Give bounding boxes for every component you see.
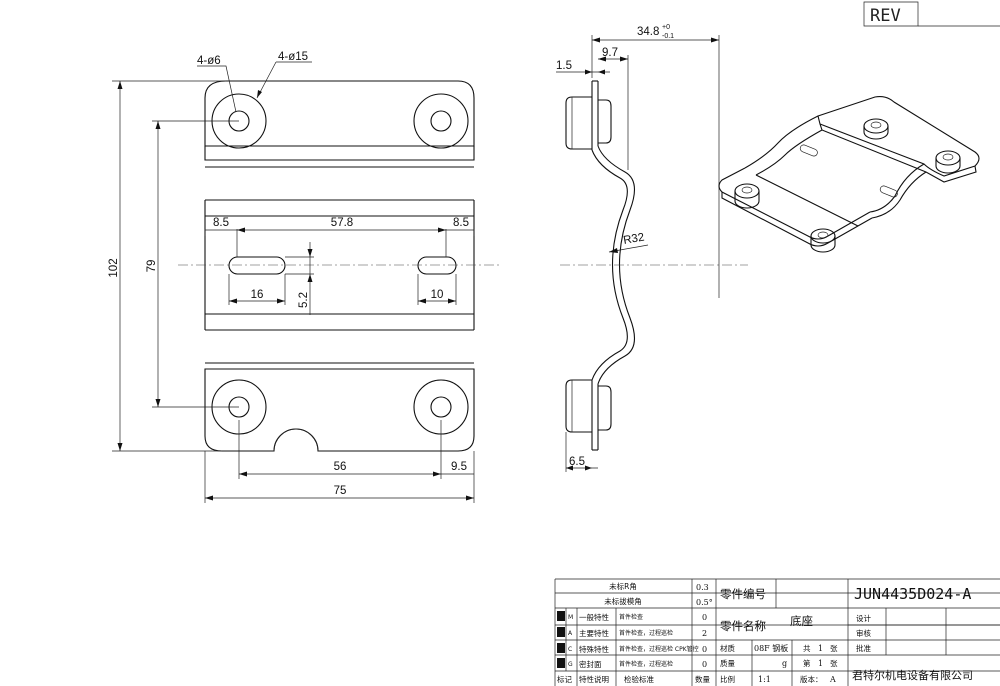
value-version: A xyxy=(829,675,836,684)
value-mass-unit: g xyxy=(782,659,787,668)
dim-width-overall: 75 xyxy=(334,485,347,497)
dim-hole-large: 4-ø15 xyxy=(278,51,308,63)
value-material: 08F 钢板 xyxy=(754,643,788,653)
label-total: 共 xyxy=(803,644,811,653)
dim-hole-spacing: 56 xyxy=(334,461,347,473)
label-design: 设计 xyxy=(856,613,871,623)
company-name: 君特尔机电设备有限公司 xyxy=(852,668,973,682)
svg-text:首件检查，过程巡检 CPK管控: 首件检查，过程巡检 CPK管控 xyxy=(619,645,699,653)
iso-boss-3 xyxy=(734,183,760,209)
svg-text:一般特性: 一般特性 xyxy=(579,612,609,622)
label-draft-angle: 未标拔模角 xyxy=(604,596,642,606)
dim-slot-length: 16 xyxy=(251,289,264,301)
label-r-angle: 未标R角 xyxy=(609,581,637,591)
svg-text:主要特性: 主要特性 xyxy=(579,628,609,638)
label-part-name: 零件名称 xyxy=(720,619,766,633)
value-r-angle: 0.3 xyxy=(696,583,709,592)
svg-text:2: 2 xyxy=(702,629,707,638)
isometric-view xyxy=(718,96,980,253)
dim-side-boss: 6.5 xyxy=(569,456,585,468)
label-mark-col: 标记 xyxy=(557,674,572,684)
svg-text:0: 0 xyxy=(702,613,707,622)
svg-text:M: M xyxy=(568,614,573,621)
dim-side-offset: 9.7 xyxy=(602,47,618,59)
svg-text:首件检查: 首件检查 xyxy=(619,613,643,621)
dim-side-depth-tol-upper: +0 xyxy=(662,24,670,31)
dim-height-overall: 102 xyxy=(108,258,120,277)
feature-row-0: M 一般特性 首件检查 0 xyxy=(557,611,707,622)
svg-text:首件检查，过程巡检: 首件检查，过程巡检 xyxy=(619,660,673,668)
value-sheet: 1 xyxy=(818,659,823,668)
slot-right xyxy=(417,256,457,275)
label-sheet-unit: 张 xyxy=(830,659,838,668)
rev-box: REV xyxy=(863,1,1000,27)
label-approve: 批准 xyxy=(856,643,871,653)
dim-side-depth-tol-lower: -0.1 xyxy=(662,33,674,40)
value-draft-angle: 0.5° xyxy=(696,598,713,607)
dim-slot-edge-right: 8.5 xyxy=(453,217,469,229)
svg-text:0: 0 xyxy=(702,645,707,654)
dim-side-depth: 34.8 xyxy=(637,26,659,38)
label-sheet-unit-total: 张 xyxy=(830,644,838,653)
hole-top-right xyxy=(413,93,469,149)
front-view: 102 79 4-ø6 4-ø15 8.5 57.8 8.5 16 5.2 xyxy=(108,51,502,503)
label-feature-col: 特性说明 xyxy=(579,674,609,684)
label-part-no: 零件编号 xyxy=(720,587,766,601)
dim-side-radius: R32 xyxy=(622,231,645,246)
iso-boss-2 xyxy=(935,150,961,174)
label-check: 审核 xyxy=(856,628,871,638)
slot-left xyxy=(228,256,286,275)
dim-slot-edge-left: 8.5 xyxy=(213,217,229,229)
label-version: 版本： xyxy=(800,674,823,684)
value-part-name: 底座 xyxy=(790,614,813,628)
svg-text:首件检查，过程巡检: 首件检查，过程巡检 xyxy=(619,629,673,637)
svg-text:特殊特性: 特殊特性 xyxy=(579,644,609,654)
svg-text:密封面: 密封面 xyxy=(579,659,602,669)
title-block: 未标R角 0.3 未标拔模角 0.5° 零件编号 JUN4435D024-A 零… xyxy=(554,578,1000,686)
dim-slot-width-right: 10 xyxy=(431,289,444,301)
label-qty-col: 数量 xyxy=(695,674,710,684)
dim-hole-small: 4-ø6 xyxy=(197,55,221,67)
svg-text:0: 0 xyxy=(702,660,707,669)
label-std-col: 检验标准 xyxy=(624,674,654,684)
svg-text:A: A xyxy=(568,630,573,637)
value-scale: 1:1 xyxy=(758,675,771,684)
dim-slot-span: 57.8 xyxy=(331,217,353,229)
dim-slot-width: 5.2 xyxy=(298,292,310,308)
value-total: 1 xyxy=(818,644,823,653)
rev-label: REV xyxy=(870,6,901,26)
dim-hole-edge: 9.5 xyxy=(451,461,467,473)
label-mass: 质量 xyxy=(720,658,735,668)
dim-height-holes: 79 xyxy=(146,260,158,273)
value-part-no: JUN4435D024-A xyxy=(854,585,971,603)
iso-boss-4 xyxy=(810,228,836,253)
feature-row-2: C 特殊特性 首件检查，过程巡检 CPK管控 0 xyxy=(557,643,707,654)
svg-text:C: C xyxy=(568,646,572,653)
svg-text:G: G xyxy=(568,661,573,668)
feature-row-1: A 主要特性 首件检查，过程巡检 2 xyxy=(557,627,707,638)
label-sheet: 第 xyxy=(803,658,811,668)
dim-side-thickness: 1.5 xyxy=(556,60,572,72)
iso-boss-1 xyxy=(863,118,889,140)
feature-row-3: G 密封面 首件检查，过程巡检 0 xyxy=(557,658,707,669)
label-scale: 比例 xyxy=(720,674,735,684)
side-view: 34.8 +0 -0.1 9.7 1.5 R32 6.5 xyxy=(556,24,748,472)
label-material: 材质 xyxy=(720,643,735,653)
